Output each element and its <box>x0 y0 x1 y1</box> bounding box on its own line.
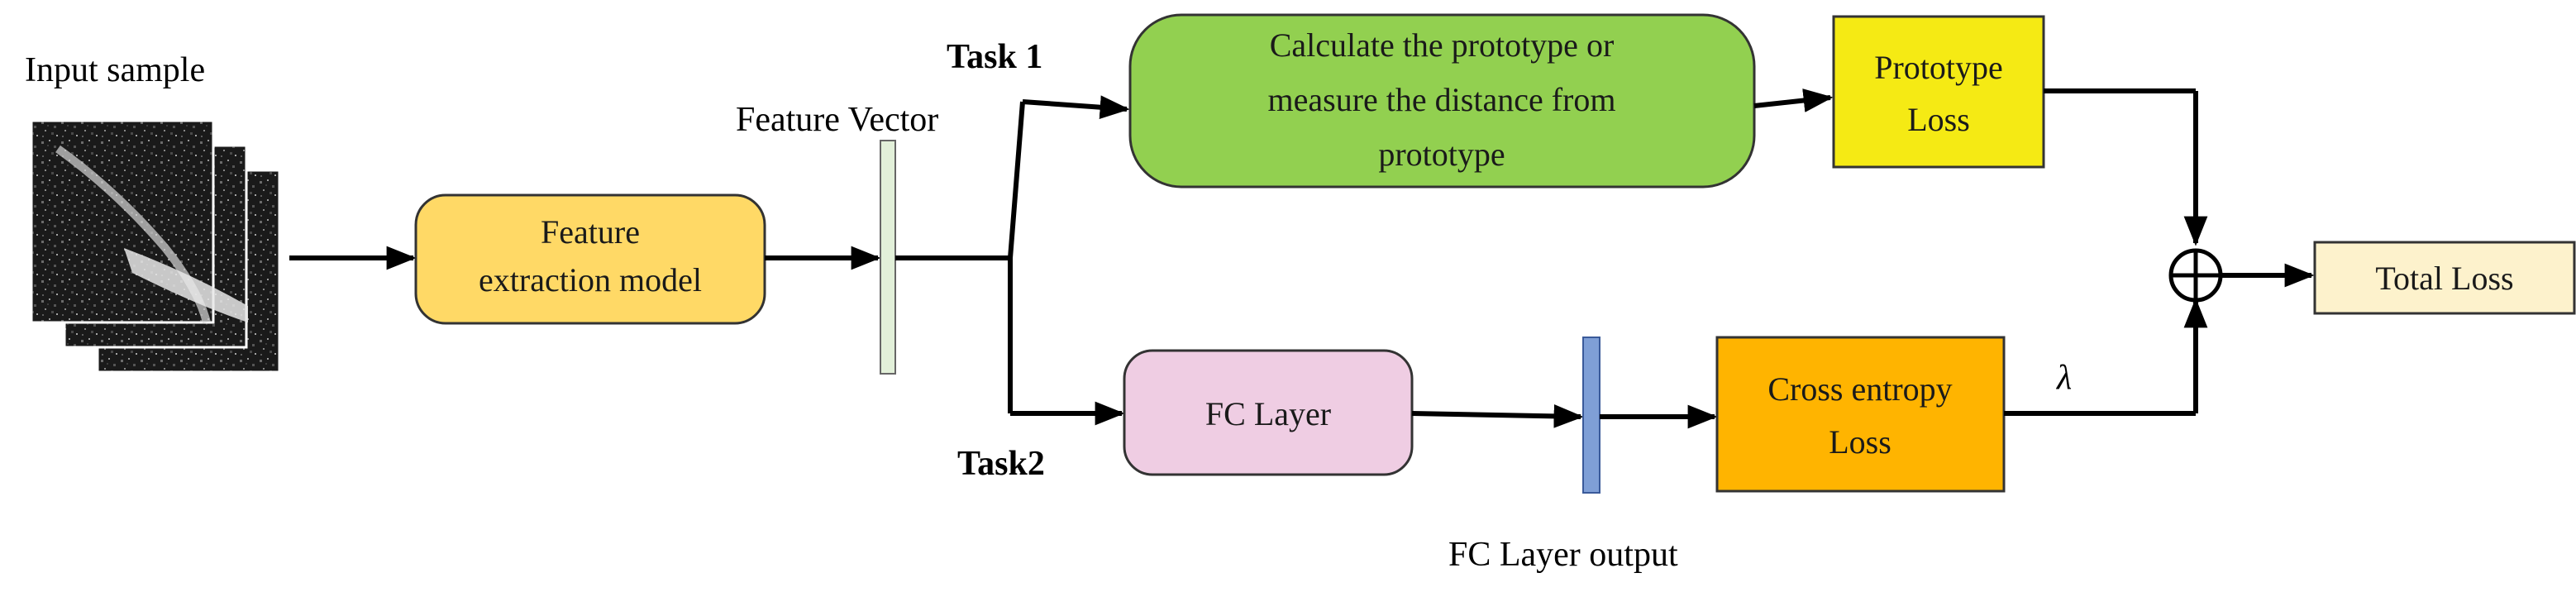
feature-vector-label: Feature Vector <box>736 101 938 139</box>
task2-label: Task2 <box>957 445 1045 483</box>
feature-vector-bar <box>880 140 896 375</box>
circle-plus-icon <box>2168 248 2223 303</box>
input-sample-label: Input sample <box>25 51 205 89</box>
cross-entropy-node <box>1715 336 2006 493</box>
cross-entropy-line-2: Loss <box>1829 423 1891 461</box>
feature-extraction-label-1: Feature <box>541 213 640 251</box>
prototype-loss-line-1: Prototype <box>1874 49 2003 86</box>
input-sample-images <box>30 119 281 374</box>
cross-entropy-line-1: Cross entropy <box>1767 370 1952 408</box>
prototype-calc-node <box>1128 13 1756 189</box>
prototype-calc-line-2: measure the distance from <box>1268 81 1616 118</box>
prototype-loss-line-2: Loss <box>1907 101 1970 138</box>
total-loss-label: Total Loss <box>2375 260 2513 297</box>
total-loss-node <box>2313 241 2576 315</box>
prototype-loss-node <box>1832 15 2045 169</box>
feature-extraction-label-2: extraction model <box>479 261 702 298</box>
prototype-calc-line-1: Calculate the prototype or <box>1270 26 1615 64</box>
fc-output-bar <box>1582 337 1600 494</box>
prototype-calc-line-3: prototype <box>1378 136 1505 173</box>
task1-label: Task 1 <box>947 38 1042 76</box>
fc-layer-node <box>1123 349 1414 476</box>
fc-layer-label: FC Layer <box>1205 395 1331 432</box>
lambda-label: λ <box>2055 359 2072 397</box>
fc-layer-output-label: FC Layer output <box>1448 536 1678 574</box>
